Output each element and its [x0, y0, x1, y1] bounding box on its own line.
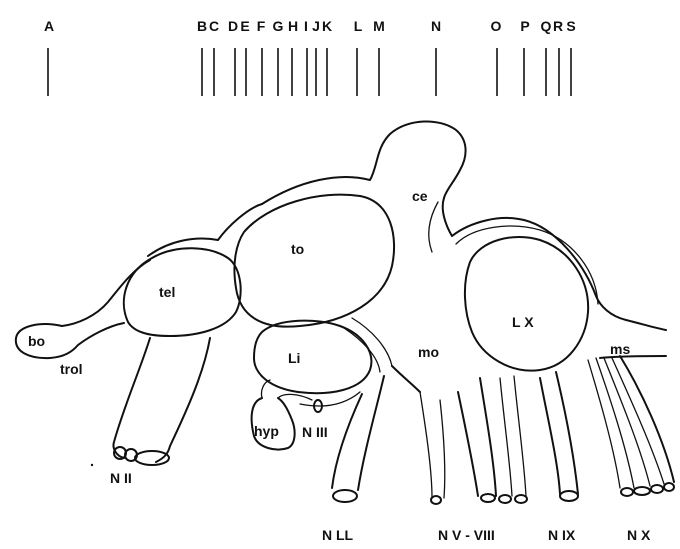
nerve-v-viii-cut-3 — [499, 495, 511, 503]
nerve-x-cut-4 — [664, 483, 674, 491]
label-ms: ms — [610, 341, 630, 357]
section-marker-label-n: N — [431, 18, 441, 34]
label-trol: trol — [60, 361, 83, 377]
section-marker-label-h: H — [288, 18, 298, 34]
label-hyp: hyp — [254, 423, 279, 439]
label-n9: N IX — [548, 527, 576, 543]
label-mo: mo — [418, 344, 439, 360]
nerve-ix-cut — [560, 491, 578, 501]
nerve-v-viii-a — [420, 392, 432, 498]
nerve-v-viii-e — [500, 378, 512, 496]
cerebellum-rear-outline — [443, 198, 666, 330]
label-li: Li — [288, 350, 300, 366]
section-marker-label-j: J — [312, 18, 320, 34]
optic-tectum-outline — [234, 195, 394, 327]
label-bo: bo — [28, 333, 45, 349]
nerve-x-cut-1 — [621, 488, 633, 496]
lateral-line-nerve-cut — [333, 490, 357, 502]
medulla-ventral-outline — [392, 366, 420, 392]
section-marker-label-d: D — [228, 18, 238, 34]
section-marker-label-f: F — [257, 18, 266, 34]
ventral-lip — [344, 328, 380, 372]
lateral-line-nerve-left — [332, 394, 362, 488]
nerve-x-cut-2 — [634, 487, 650, 495]
section-marker-label-k: K — [322, 18, 332, 34]
nerve-v-viii-d — [480, 378, 496, 496]
label-to: to — [291, 241, 304, 257]
nerve-v-viii-b — [440, 400, 445, 498]
section-marker-label-c: C — [209, 18, 219, 34]
label-tel: tel — [159, 284, 175, 300]
section-marker-label-g: G — [273, 18, 284, 34]
telencephalon-outline — [124, 248, 241, 336]
nerve-x-d — [612, 358, 664, 484]
section-marker-label-r: R — [553, 18, 563, 34]
nerve-x-cut-3 — [651, 485, 663, 493]
stray-dot — [91, 464, 93, 466]
nerve-v-viii-cut-4 — [515, 495, 527, 503]
label-nll: N LL — [322, 527, 354, 543]
section-marker-label-p: P — [520, 18, 529, 34]
nerve-v-viii-cut-1 — [431, 496, 441, 504]
cerebellum-inner-curve — [429, 202, 438, 252]
nerve-v-viii-f — [514, 376, 526, 496]
nerve-v-viii-cut-2 — [481, 494, 495, 502]
section-marker-label-l: L — [354, 18, 363, 34]
label-n3: N III — [302, 424, 328, 440]
section-marker-label-a: A — [44, 18, 54, 34]
nerve-x-a — [588, 360, 620, 488]
section-marker-label-i: I — [304, 18, 308, 34]
section-marker-label-q: Q — [541, 18, 552, 34]
inferior-lobe-outline — [254, 321, 371, 394]
label-ce: ce — [412, 188, 428, 204]
label-lx: L X — [512, 314, 534, 330]
section-marker-label-e: E — [240, 18, 249, 34]
section-marker-label-s: S — [566, 18, 575, 34]
label-n5-8: N V - VIII — [438, 527, 495, 543]
dorsal-outline-mid — [262, 121, 466, 204]
label-n2: N II — [110, 470, 132, 486]
optic-nerve-lower-edge — [156, 338, 210, 462]
nerve-ix-left — [540, 378, 560, 494]
optic-nerve-upper-edge — [113, 338, 150, 458]
nerve-x-c — [604, 358, 650, 486]
nerve-v-viii-c — [458, 392, 478, 496]
vagal-lobe-outline — [465, 237, 588, 371]
nerve-ix-right — [556, 372, 578, 494]
brain-outline — [16, 121, 674, 504]
hypophysis-stalk-right — [278, 394, 312, 400]
label-n10: N X — [627, 527, 651, 543]
section-marker-label-b: B — [197, 18, 207, 34]
section-marker-label-o: O — [491, 18, 502, 34]
nerve-x-b — [596, 358, 634, 488]
section-marker-label-m: M — [373, 18, 385, 34]
